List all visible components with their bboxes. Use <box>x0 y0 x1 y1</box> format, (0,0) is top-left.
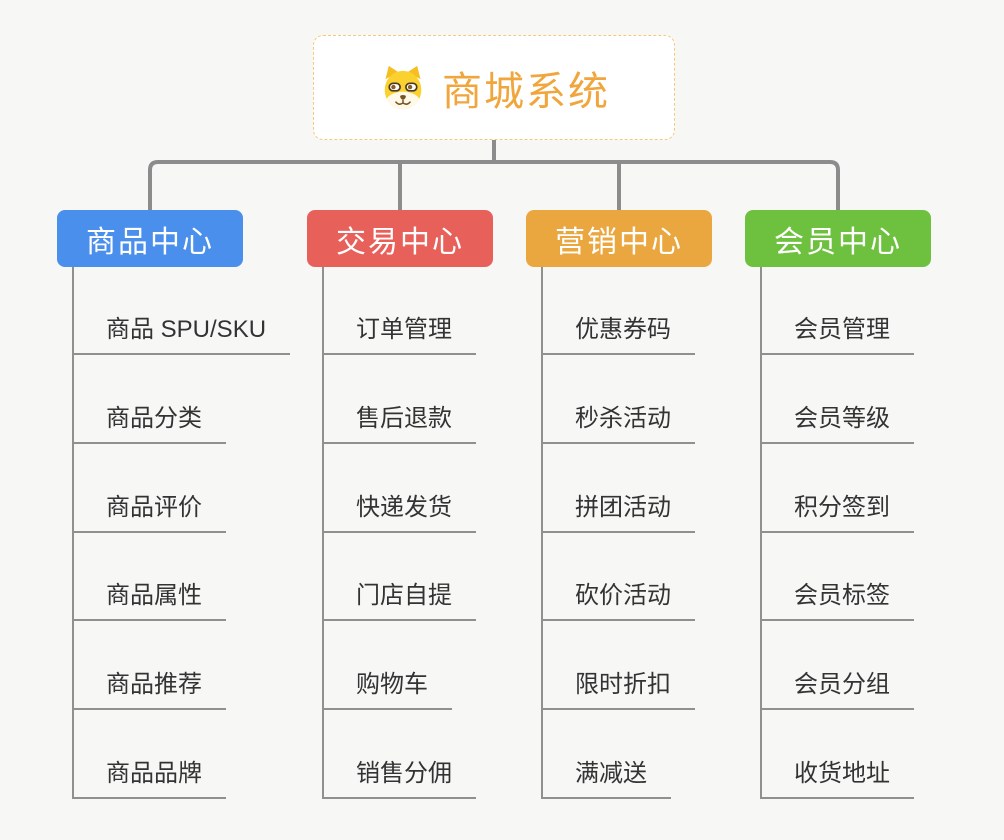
leaf-label[interactable]: 砍价活动 <box>541 581 695 621</box>
leaf-node[interactable]: 优惠券码 <box>541 315 695 355</box>
branch-product-center: 商品中心 商品 SPU/SKU 商品分类 商品评价 商品属性 商品推荐 商品品牌 <box>57 210 307 840</box>
leaf-label[interactable]: 快递发货 <box>322 493 476 533</box>
leaf-node[interactable]: 商品 SPU/SKU <box>72 315 291 355</box>
leaf-node[interactable]: 砍价活动 <box>541 581 695 621</box>
leaf-label[interactable]: 会员管理 <box>760 315 914 355</box>
leaf-node[interactable]: 会员等级 <box>760 404 914 444</box>
leaf-label[interactable]: 秒杀活动 <box>541 404 695 444</box>
leaf-node[interactable]: 会员标签 <box>760 581 914 621</box>
leaf-label[interactable]: 商品属性 <box>72 581 226 621</box>
leaf-node[interactable]: 订单管理 <box>322 315 476 355</box>
leaf-node[interactable]: 商品属性 <box>72 581 226 621</box>
leaf-node[interactable]: 积分签到 <box>760 493 914 533</box>
leaf-label[interactable]: 会员标签 <box>760 581 914 621</box>
leaf-label[interactable]: 购物车 <box>322 670 452 710</box>
leaf-node[interactable]: 快递发货 <box>322 493 476 533</box>
leaf-label[interactable]: 商品品牌 <box>72 759 226 799</box>
branch-label: 会员中心 <box>774 225 902 259</box>
branch-label: 交易中心 <box>336 225 464 259</box>
branch-trunk-line <box>760 267 762 799</box>
branch-trunk-line <box>72 267 74 799</box>
branch-header-marketing-center[interactable]: 营销中心 <box>526 210 712 267</box>
leaf-label[interactable]: 会员分组 <box>760 670 914 710</box>
branch-label: 商品中心 <box>86 225 214 259</box>
leaf-label[interactable]: 商品分类 <box>72 404 226 444</box>
leaf-label[interactable]: 优惠券码 <box>541 315 695 355</box>
leaf-label[interactable]: 门店自提 <box>322 581 476 621</box>
leaf-node[interactable]: 限时折扣 <box>541 670 695 710</box>
branch-marketing-center: 营销中心 优惠券码 秒杀活动 拼团活动 砍价活动 限时折扣 满减送 <box>526 210 776 840</box>
root-node-mall-system[interactable]: 商城系统 <box>313 35 675 140</box>
leaf-node[interactable]: 会员管理 <box>760 315 914 355</box>
root-title: 商城系统 <box>442 69 610 114</box>
leaf-label[interactable]: 拼团活动 <box>541 493 695 533</box>
leaf-label[interactable]: 售后退款 <box>322 404 476 444</box>
branch-trunk-line <box>322 267 324 799</box>
leaf-node[interactable]: 商品推荐 <box>72 670 226 710</box>
leaf-label[interactable]: 商品推荐 <box>72 670 226 710</box>
leaf-node[interactable]: 收货地址 <box>760 759 914 799</box>
leaf-node[interactable]: 会员分组 <box>760 670 914 710</box>
branch-header-trade-center[interactable]: 交易中心 <box>307 210 493 267</box>
branch-member-center: 会员中心 会员管理 会员等级 积分签到 会员标签 会员分组 收货地址 <box>745 210 995 840</box>
leaf-node[interactable]: 售后退款 <box>322 404 476 444</box>
branch-header-member-center[interactable]: 会员中心 <box>745 210 931 267</box>
leaf-node[interactable]: 门店自提 <box>322 581 476 621</box>
leaf-node[interactable]: 秒杀活动 <box>541 404 695 444</box>
leaf-label[interactable]: 积分签到 <box>760 493 914 533</box>
leaf-node[interactable]: 商品评价 <box>72 493 226 533</box>
leaf-node[interactable]: 商品品牌 <box>72 759 226 799</box>
leaf-label[interactable]: 商品评价 <box>72 493 226 533</box>
leaf-label[interactable]: 商品 SPU/SKU <box>72 315 291 355</box>
branch-trade-center: 交易中心 订单管理 售后退款 快递发货 门店自提 购物车 销售分佣 <box>307 210 557 840</box>
branch-label: 营销中心 <box>555 225 683 259</box>
branch-header-product-center[interactable]: 商品中心 <box>57 210 243 267</box>
leaf-node[interactable]: 购物车 <box>322 670 452 710</box>
leaf-label[interactable]: 销售分佣 <box>322 759 476 799</box>
leaf-node[interactable]: 销售分佣 <box>322 759 476 799</box>
leaf-label[interactable]: 满减送 <box>541 759 671 799</box>
leaf-label[interactable]: 会员等级 <box>760 404 914 444</box>
leaf-node[interactable]: 商品分类 <box>72 404 226 444</box>
branch-trunk-line <box>541 267 543 799</box>
dog-face-icon <box>384 65 422 110</box>
leaf-node[interactable]: 满减送 <box>541 759 671 799</box>
leaf-label[interactable]: 限时折扣 <box>541 670 695 710</box>
leaf-label[interactable]: 订单管理 <box>322 315 476 355</box>
leaf-node[interactable]: 拼团活动 <box>541 493 695 533</box>
leaf-label[interactable]: 收货地址 <box>760 759 914 799</box>
